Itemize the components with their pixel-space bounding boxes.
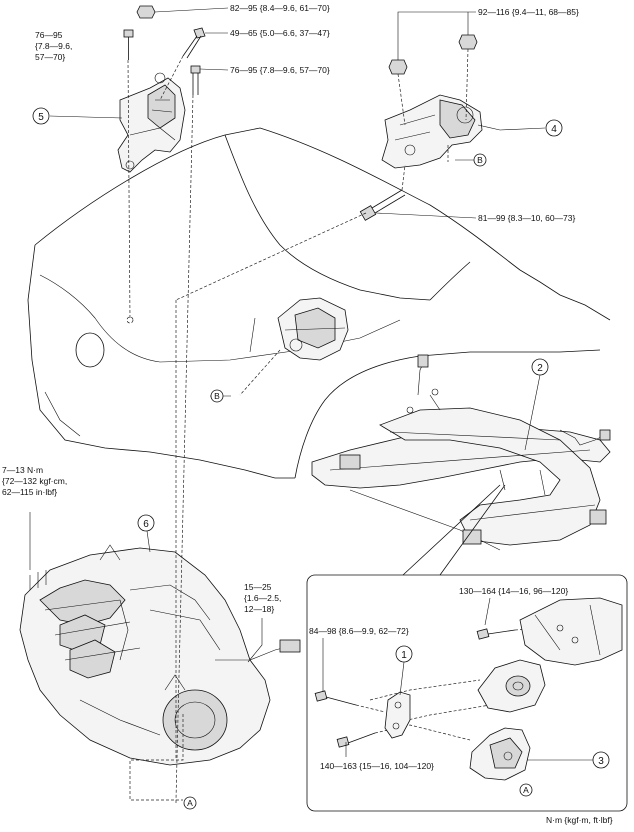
- torque-label-5: 92—116 {9.4—11, 68—85}: [478, 7, 579, 17]
- center-mount-bracket: [277, 297, 349, 361]
- bolt-head-icon: [314, 690, 328, 702]
- torque-label-8-line2: {1.6—2.5,: [244, 593, 281, 603]
- callout-4: 4: [551, 124, 557, 135]
- bolt-head-icon: [476, 628, 490, 640]
- engine-assembly: [19, 544, 301, 766]
- torque-label-8-line3: 12—18}: [244, 604, 274, 614]
- callout-6: 6: [143, 519, 149, 530]
- ref-b-center: B: [214, 391, 220, 401]
- ref-a-inset: A: [523, 785, 529, 795]
- torque-label-7-line1: 7—13 N·m: [2, 465, 43, 475]
- torque-label-1: 82—95 {8.4—9.6, 61—70}: [230, 3, 330, 13]
- torque-label-2-line2: {7.8—9.6,: [35, 41, 72, 51]
- callout-3: 3: [598, 756, 604, 767]
- callouts: 5 4 2 6 1 3 B B A A: [32, 107, 610, 810]
- torque-label-9: 130—164 {14—16, 96—120}: [459, 586, 568, 596]
- bolt-head-icon: [190, 65, 201, 74]
- vehicle-body-outline: [27, 127, 611, 479]
- right-engine-mount: [381, 94, 501, 169]
- callout-5: 5: [38, 112, 44, 123]
- nut-icon: [136, 5, 156, 19]
- bolt-head-icon: [336, 736, 350, 748]
- leader-lines: [29, 7, 593, 761]
- ref-a-engine: A: [187, 798, 193, 808]
- subframe-bracket: [519, 597, 623, 666]
- torque-label-8-line1: 15—25: [244, 582, 272, 592]
- subframe-crossmember: [311, 354, 611, 551]
- torque-label-10: 84—98 {8.6—9.9, 62—72}: [309, 626, 409, 636]
- bolt-head-icon: [359, 205, 377, 221]
- torque-label-6: 81—99 {8.3—10, 60—73}: [478, 213, 576, 223]
- torque-label-3: 49—65 {5.0—6.6, 37—47}: [230, 28, 330, 38]
- callout-2: 2: [537, 363, 543, 374]
- assembly-dashed-lines: [126, 48, 546, 803]
- nut-icon: [388, 59, 408, 75]
- torque-labels: 82—95 {8.4—9.6, 61—70} 76—95 {7.8—9.6, 5…: [2, 3, 613, 825]
- nut-icon: [458, 34, 478, 50]
- units-note: N·m {kgf·m, ft·lbf}: [546, 815, 613, 825]
- torque-label-4: 76—95 {7.8—9.6, 57—70}: [230, 65, 330, 75]
- callout-1: 1: [401, 650, 407, 661]
- bolts: [123, 5, 516, 748]
- torque-label-7-line2: {72—132 kgf·cm,: [2, 476, 67, 486]
- left-engine-mount: [117, 72, 186, 173]
- bracket-part-1: [384, 691, 411, 739]
- detail-inset: [306, 484, 628, 812]
- torque-label-2-line3: 57—70}: [35, 52, 65, 62]
- bolt-head-icon: [193, 27, 206, 39]
- ref-b-right: B: [477, 155, 483, 165]
- torque-label-7-line3: 62—115 in·lbf}: [2, 487, 57, 497]
- torque-label-11: 140—163 {15—16, 104—120}: [320, 761, 434, 771]
- torque-label-2-line1: 76—95: [35, 30, 63, 40]
- inset-frame: [306, 574, 628, 812]
- bolt-head-icon: [123, 29, 134, 38]
